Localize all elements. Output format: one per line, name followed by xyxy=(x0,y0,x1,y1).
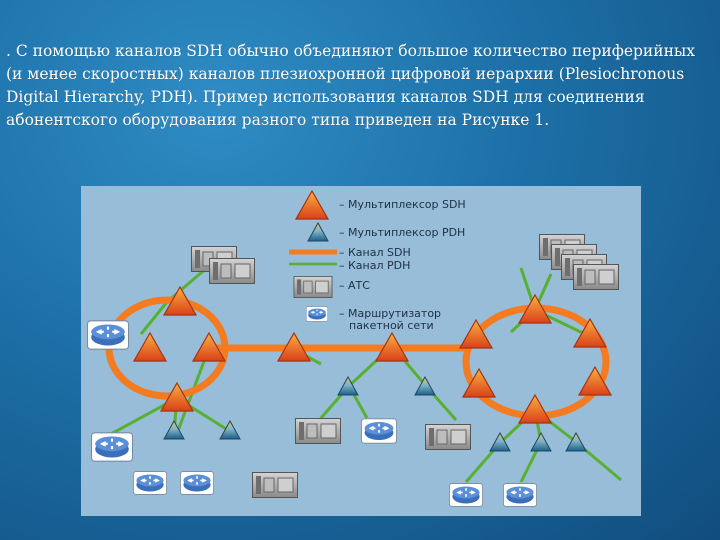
network-diagram-svg: – Мультиплексор SDH – Мультиплексор PDH … xyxy=(87,190,622,508)
legend-router-line2: пакетной сети xyxy=(349,319,434,332)
pbx-devices xyxy=(191,234,619,498)
legend-router-line1: – Маршрутизатор xyxy=(339,307,441,320)
network-diagram: – Мультиплексор SDH – Мультиплексор PDH … xyxy=(81,186,641,516)
legend-sdh-channel: – Канал SDH xyxy=(339,246,411,259)
legend-sdh-mux: – Мультиплексор SDH xyxy=(339,198,466,211)
legend: – Мультиплексор SDH – Мультиплексор PDH … xyxy=(289,198,466,332)
legend-pdh-channel: – Канал PDH xyxy=(339,259,410,272)
legend-pbx: – АТС xyxy=(339,279,370,292)
legend-pdh-mux: – Мультиплексор PDH xyxy=(339,226,465,239)
slide-text: . С помощью каналов SDH обычно объединяю… xyxy=(6,42,696,129)
